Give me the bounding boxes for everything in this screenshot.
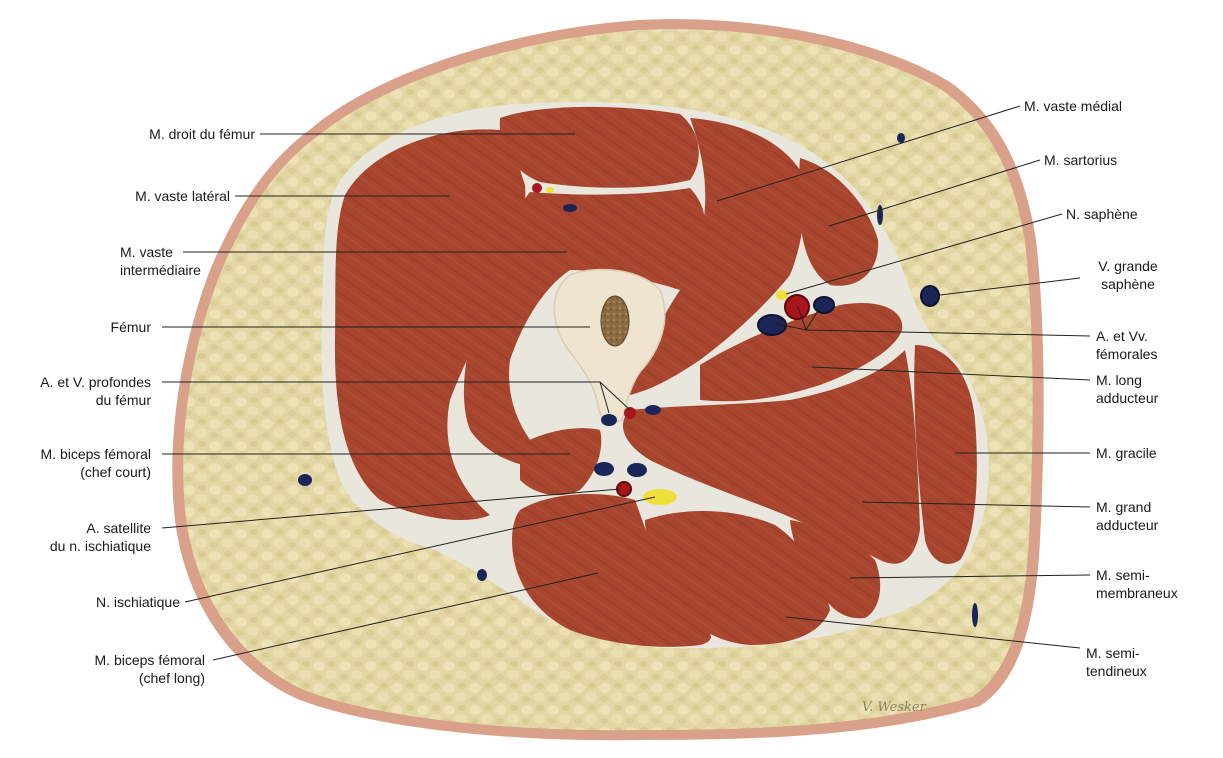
label-profondes: A. et V. profondes du fémur <box>40 373 151 409</box>
label-grand-adducteur: M. grand adducteur <box>1096 498 1158 534</box>
lateral-vessel-vein <box>563 204 577 212</box>
label-vaste-intermediaire: M. vaste intermédiaire <box>120 243 201 279</box>
subcutaneous-vein-top <box>897 133 905 143</box>
label-semitendineux: M. semi- tendineux <box>1086 644 1147 680</box>
label-ischiatique: N. ischiatique <box>96 593 180 611</box>
lateral-vessel-artery <box>532 183 542 193</box>
label-droit-femur: M. droit du fémur <box>149 125 255 143</box>
label-semimembraneux: M. semi- membraneux <box>1096 566 1178 602</box>
sciatic-vein-2 <box>627 463 647 477</box>
femoral-vein-2 <box>814 297 834 313</box>
saphenous-nerve <box>776 290 788 300</box>
label-femorales: A. et Vv. fémorales <box>1096 327 1157 363</box>
subcutaneous-vein-bottom <box>477 569 487 581</box>
label-saphene-n: N. saphène <box>1066 205 1138 223</box>
muscle-rectus-femoris <box>500 107 699 188</box>
label-vaste-medial: M. vaste médial <box>1024 97 1122 115</box>
label-grande-saphene: V. grande saphène <box>1082 257 1174 293</box>
label-long-adducteur: M. long adducteur <box>1096 371 1158 407</box>
label-biceps-court: M. biceps fémoral (chef court) <box>41 445 151 481</box>
label-gracile: M. gracile <box>1096 444 1157 462</box>
deep-femoral-vein-1 <box>601 414 617 426</box>
label-vaste-lateral: M. vaste latéral <box>135 187 230 205</box>
label-sartorius: M. sartorius <box>1044 151 1117 169</box>
label-femur: Fémur <box>111 318 151 336</box>
deep-femoral-vein-2 <box>645 405 661 415</box>
sciatic-nerve <box>643 489 677 505</box>
sciatic-vein-1 <box>594 462 614 476</box>
subcutaneous-vein-left <box>298 474 312 486</box>
deep-femoral-artery <box>624 407 636 419</box>
label-biceps-long: M. biceps fémoral (chef long) <box>95 651 205 687</box>
great-saphenous-vein <box>921 286 939 306</box>
lateral-vessel-nerve <box>546 187 554 193</box>
femur-marrow <box>601 296 629 346</box>
artist-signature: V. Wesker <box>862 700 927 715</box>
label-satellite: A. satellite du n. ischiatique <box>50 519 151 555</box>
femoral-artery <box>785 295 809 319</box>
subcutaneous-vein-right <box>877 205 883 225</box>
subcutaneous-vein-right-bottom <box>972 603 978 627</box>
